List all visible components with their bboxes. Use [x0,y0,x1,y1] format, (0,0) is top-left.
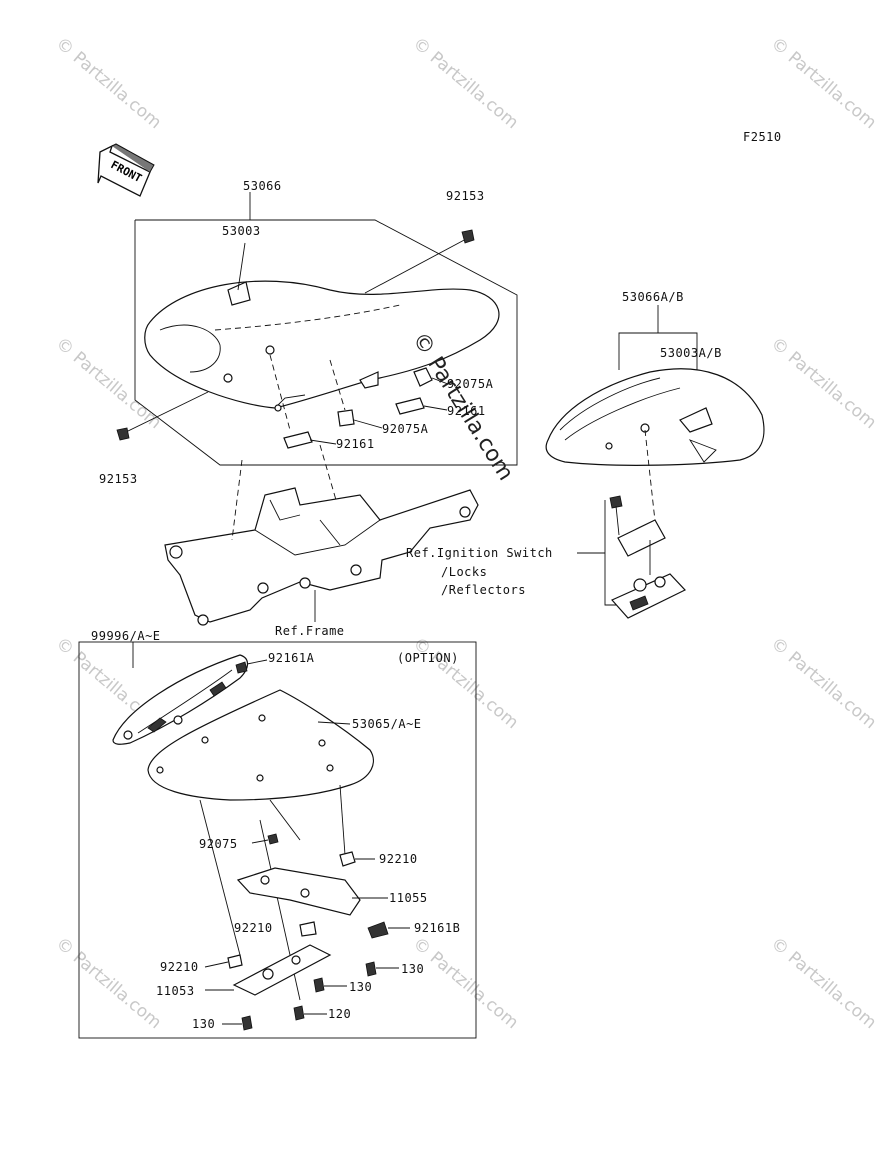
watermarks: © Partzilla.com © Partzilla.com © Partzi… [52,34,880,1034]
callout-92153: 92153 [99,472,138,486]
ref-reflectors: /Reflectors [441,583,526,597]
lock-assembly-icon [609,495,686,619]
nut-icon [339,851,375,867]
callout-130: 130 [349,980,372,994]
callout-92161a: 92161A [268,651,315,665]
callout-92075a: 92075A [447,377,494,391]
callout-labels: 53066 53003 92153 92153 92075A 92075A 92… [91,179,722,1031]
bracket-icon [395,397,448,415]
figure-code: F2510 [743,130,782,144]
callout-53065: 53065/A~E [352,717,422,731]
damper-icon [413,367,449,387]
callout-120: 120 [328,1007,351,1021]
callout-92161: 92161 [447,404,486,418]
main-seat-group [116,192,518,466]
callout-92161b: 92161B [414,921,460,935]
nut-icon [299,921,317,937]
watermark: © Partzilla.com [409,634,522,734]
bolt-icon [222,1015,253,1031]
watermark: © Partzilla.com [767,934,880,1034]
watermark: © Partzilla.com [767,34,880,134]
callout-92153: 92153 [446,189,485,203]
bolt-icon [293,1005,327,1021]
bolt-icon [365,961,399,977]
callout-130: 130 [401,962,424,976]
callout-53003ab: 53003A/B [660,346,722,360]
callout-53003: 53003 [222,224,261,238]
watermark: © Partzilla.com [52,34,165,134]
callout-92075a: 92075A [382,422,429,436]
frame-group [164,444,479,626]
bolt-icon [116,391,209,441]
option-label: (OPTION) [397,651,459,665]
option-group: (OPTION) [78,641,477,1039]
rear-seat-group [545,305,765,619]
plate-11053-icon [205,944,332,996]
ref-ignition-switch: Ref.Ignition Switch [406,546,553,560]
callout-92210: 92210 [379,852,418,866]
callout-11055: 11055 [389,891,428,905]
front-arrow-icon: FRONT [97,143,155,197]
callout-53066: 53066 [243,179,282,193]
callout-92210: 92210 [160,960,199,974]
bolt-icon [313,977,347,993]
watermark: © Partzilla.com [409,934,522,1034]
callout-99996: 99996/A~E [91,629,161,643]
callout-11053: 11053 [156,984,195,998]
watermark: © Partzilla.com [409,34,522,134]
damper-icon [367,921,410,939]
plate-11055-icon [236,867,388,916]
ref-locks: /Locks [441,565,487,579]
callout-130: 130 [192,1017,215,1031]
callout-92075: 92075 [199,837,238,851]
callout-53066ab: 53066A/B [622,290,684,304]
callout-92210: 92210 [234,921,273,935]
damper-icon [337,409,383,429]
bracket-icon [283,431,337,449]
ref-frame: Ref.Frame [275,624,345,638]
bolt-icon [364,229,475,294]
watermark: © Partzilla.com [767,334,880,434]
nut-icon [204,954,243,969]
watermark: © Partzilla.com [52,934,165,1034]
callout-92161: 92161 [336,437,375,451]
damper-icon [251,833,279,845]
watermark: © Partzilla.com [767,634,880,734]
